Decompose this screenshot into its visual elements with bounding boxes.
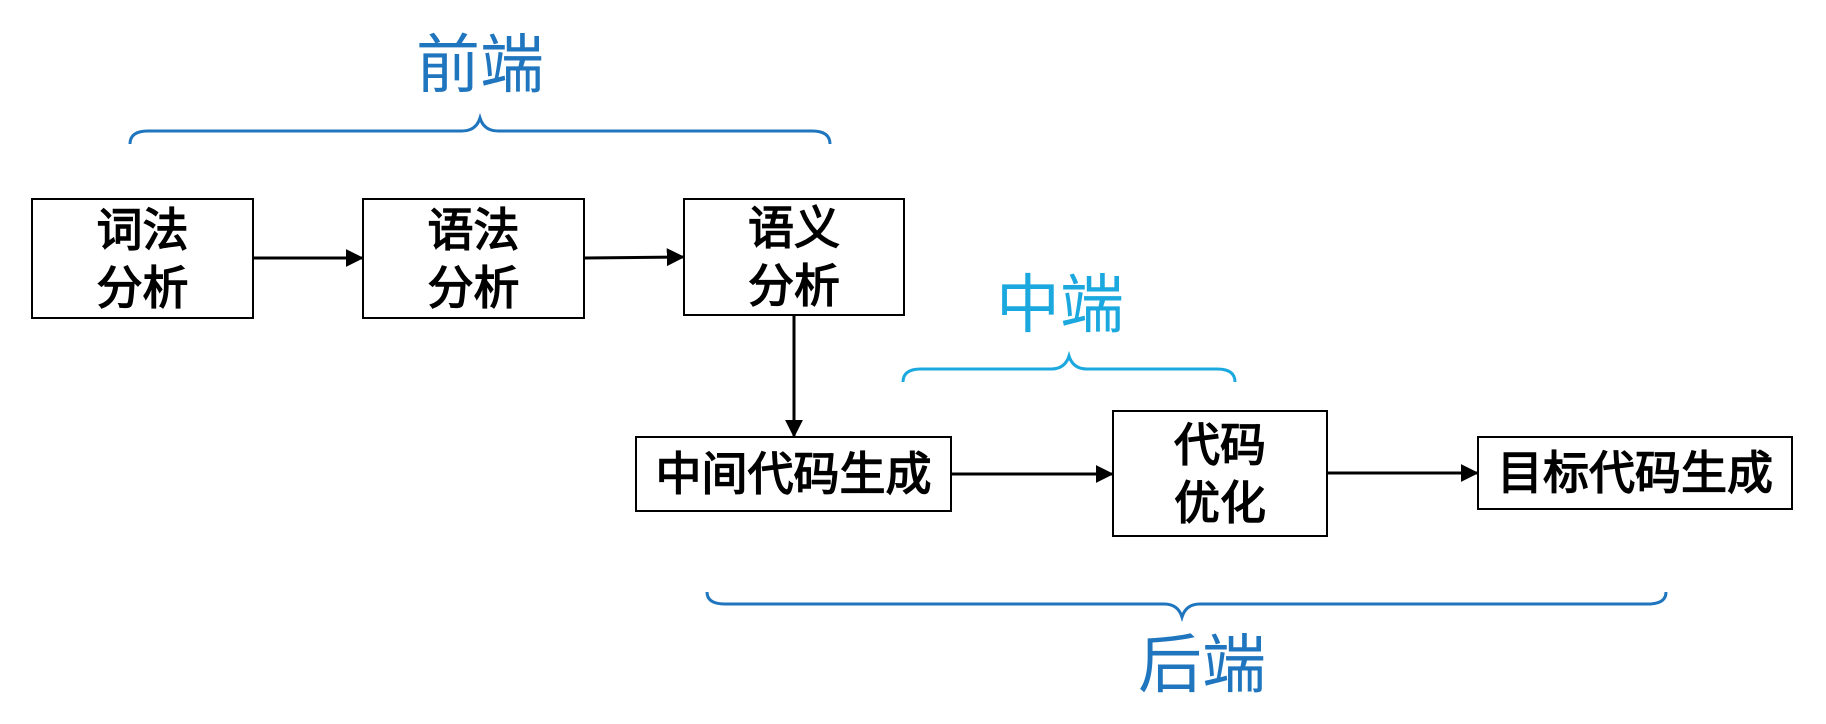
arrow-syntax-to-semantic	[584, 248, 685, 267]
middle-end-label: 中端	[996, 269, 1124, 343]
code-optimization-line1: 代码	[1174, 417, 1266, 472]
ir-generation-box: 中间代码生成	[635, 436, 952, 512]
back-end-brace	[705, 591, 1668, 623]
semantic-analysis-box: 语义 分析	[683, 198, 905, 316]
lexical-analysis-line2: 分析	[96, 260, 189, 315]
syntax-analysis-line1: 语法	[427, 202, 520, 257]
front-end-brace	[128, 112, 832, 145]
semantic-analysis-line2: 分析	[748, 259, 840, 313]
target-code-generation-box: 目标代码生成	[1477, 436, 1793, 510]
syntax-analysis-line2: 分析	[427, 260, 520, 315]
lexical-analysis-box: 词法 分析	[31, 198, 254, 319]
ir-generation-text: 中间代码生成	[655, 447, 932, 501]
middle-end-brace	[901, 350, 1237, 383]
back-end-label: 后端	[1138, 629, 1266, 703]
lexical-analysis-line1: 词法	[96, 202, 189, 257]
target-code-generation-text: 目标代码生成	[1497, 446, 1773, 500]
semantic-analysis-line1: 语义	[748, 201, 840, 255]
front-end-label: 前端	[416, 29, 544, 103]
code-optimization-line2: 优化	[1174, 475, 1266, 530]
syntax-analysis-box: 语法 分析	[362, 198, 585, 319]
code-optimization-box: 代码 优化	[1112, 410, 1328, 537]
